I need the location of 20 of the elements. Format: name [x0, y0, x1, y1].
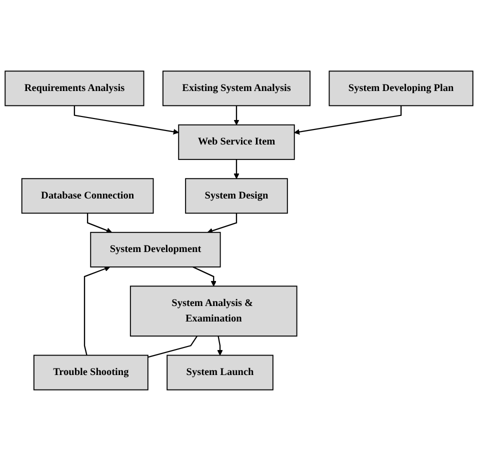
node-box: Requirements Analysis [4, 70, 144, 106]
node-box: System Design [185, 178, 288, 214]
node-box: Existing System Analysis [162, 70, 310, 106]
arrow [192, 266, 216, 286]
node-box: Database Connection [21, 178, 154, 214]
node-box: System Development [90, 231, 221, 267]
arrow [217, 335, 223, 356]
arrow [207, 212, 238, 233]
arrow [84, 266, 110, 355]
node-box: Web Service Item [178, 124, 295, 160]
arrow [234, 105, 240, 125]
connector [148, 335, 198, 358]
node-box: System Launch [166, 354, 274, 390]
arrow [74, 105, 179, 134]
arrow [234, 158, 240, 178]
arrow [86, 212, 112, 233]
node-box: System Developing Plan [328, 70, 474, 106]
node-box: Trouble Shooting [33, 354, 148, 390]
node-box: System Analysis & Examination [130, 285, 298, 336]
arrow [294, 105, 402, 134]
